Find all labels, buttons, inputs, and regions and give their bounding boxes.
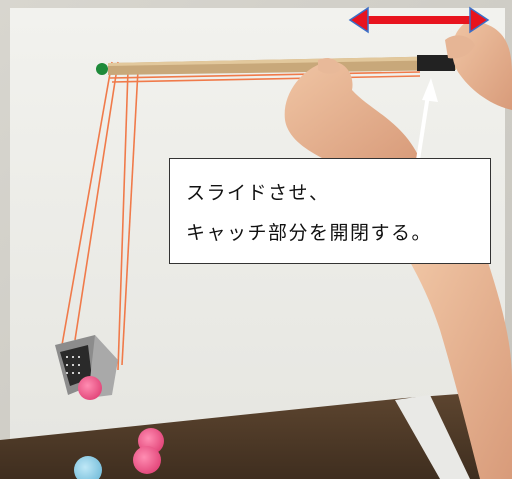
pink-pompom-caught (78, 376, 102, 400)
double-headed-arrow-icon (348, 6, 490, 34)
green-bead (96, 63, 108, 75)
table-edge-strip (395, 395, 470, 479)
annotation-line-1: スライドさせ、 (186, 182, 330, 204)
blue-pompom (74, 456, 102, 479)
pink-pompom (133, 446, 161, 474)
left-hand (284, 58, 420, 162)
annotation-line-2: キャッチ部分を開閉する。 (186, 222, 433, 244)
forearm (410, 262, 512, 479)
annotation-callout: スライドさせ、 キャッチ部分を開閉する。 (169, 158, 491, 264)
strings (61, 61, 421, 371)
wooden-stick (108, 55, 456, 75)
right-hand (445, 20, 512, 110)
up-arrow-icon (416, 78, 438, 161)
wooden-table (0, 390, 512, 479)
